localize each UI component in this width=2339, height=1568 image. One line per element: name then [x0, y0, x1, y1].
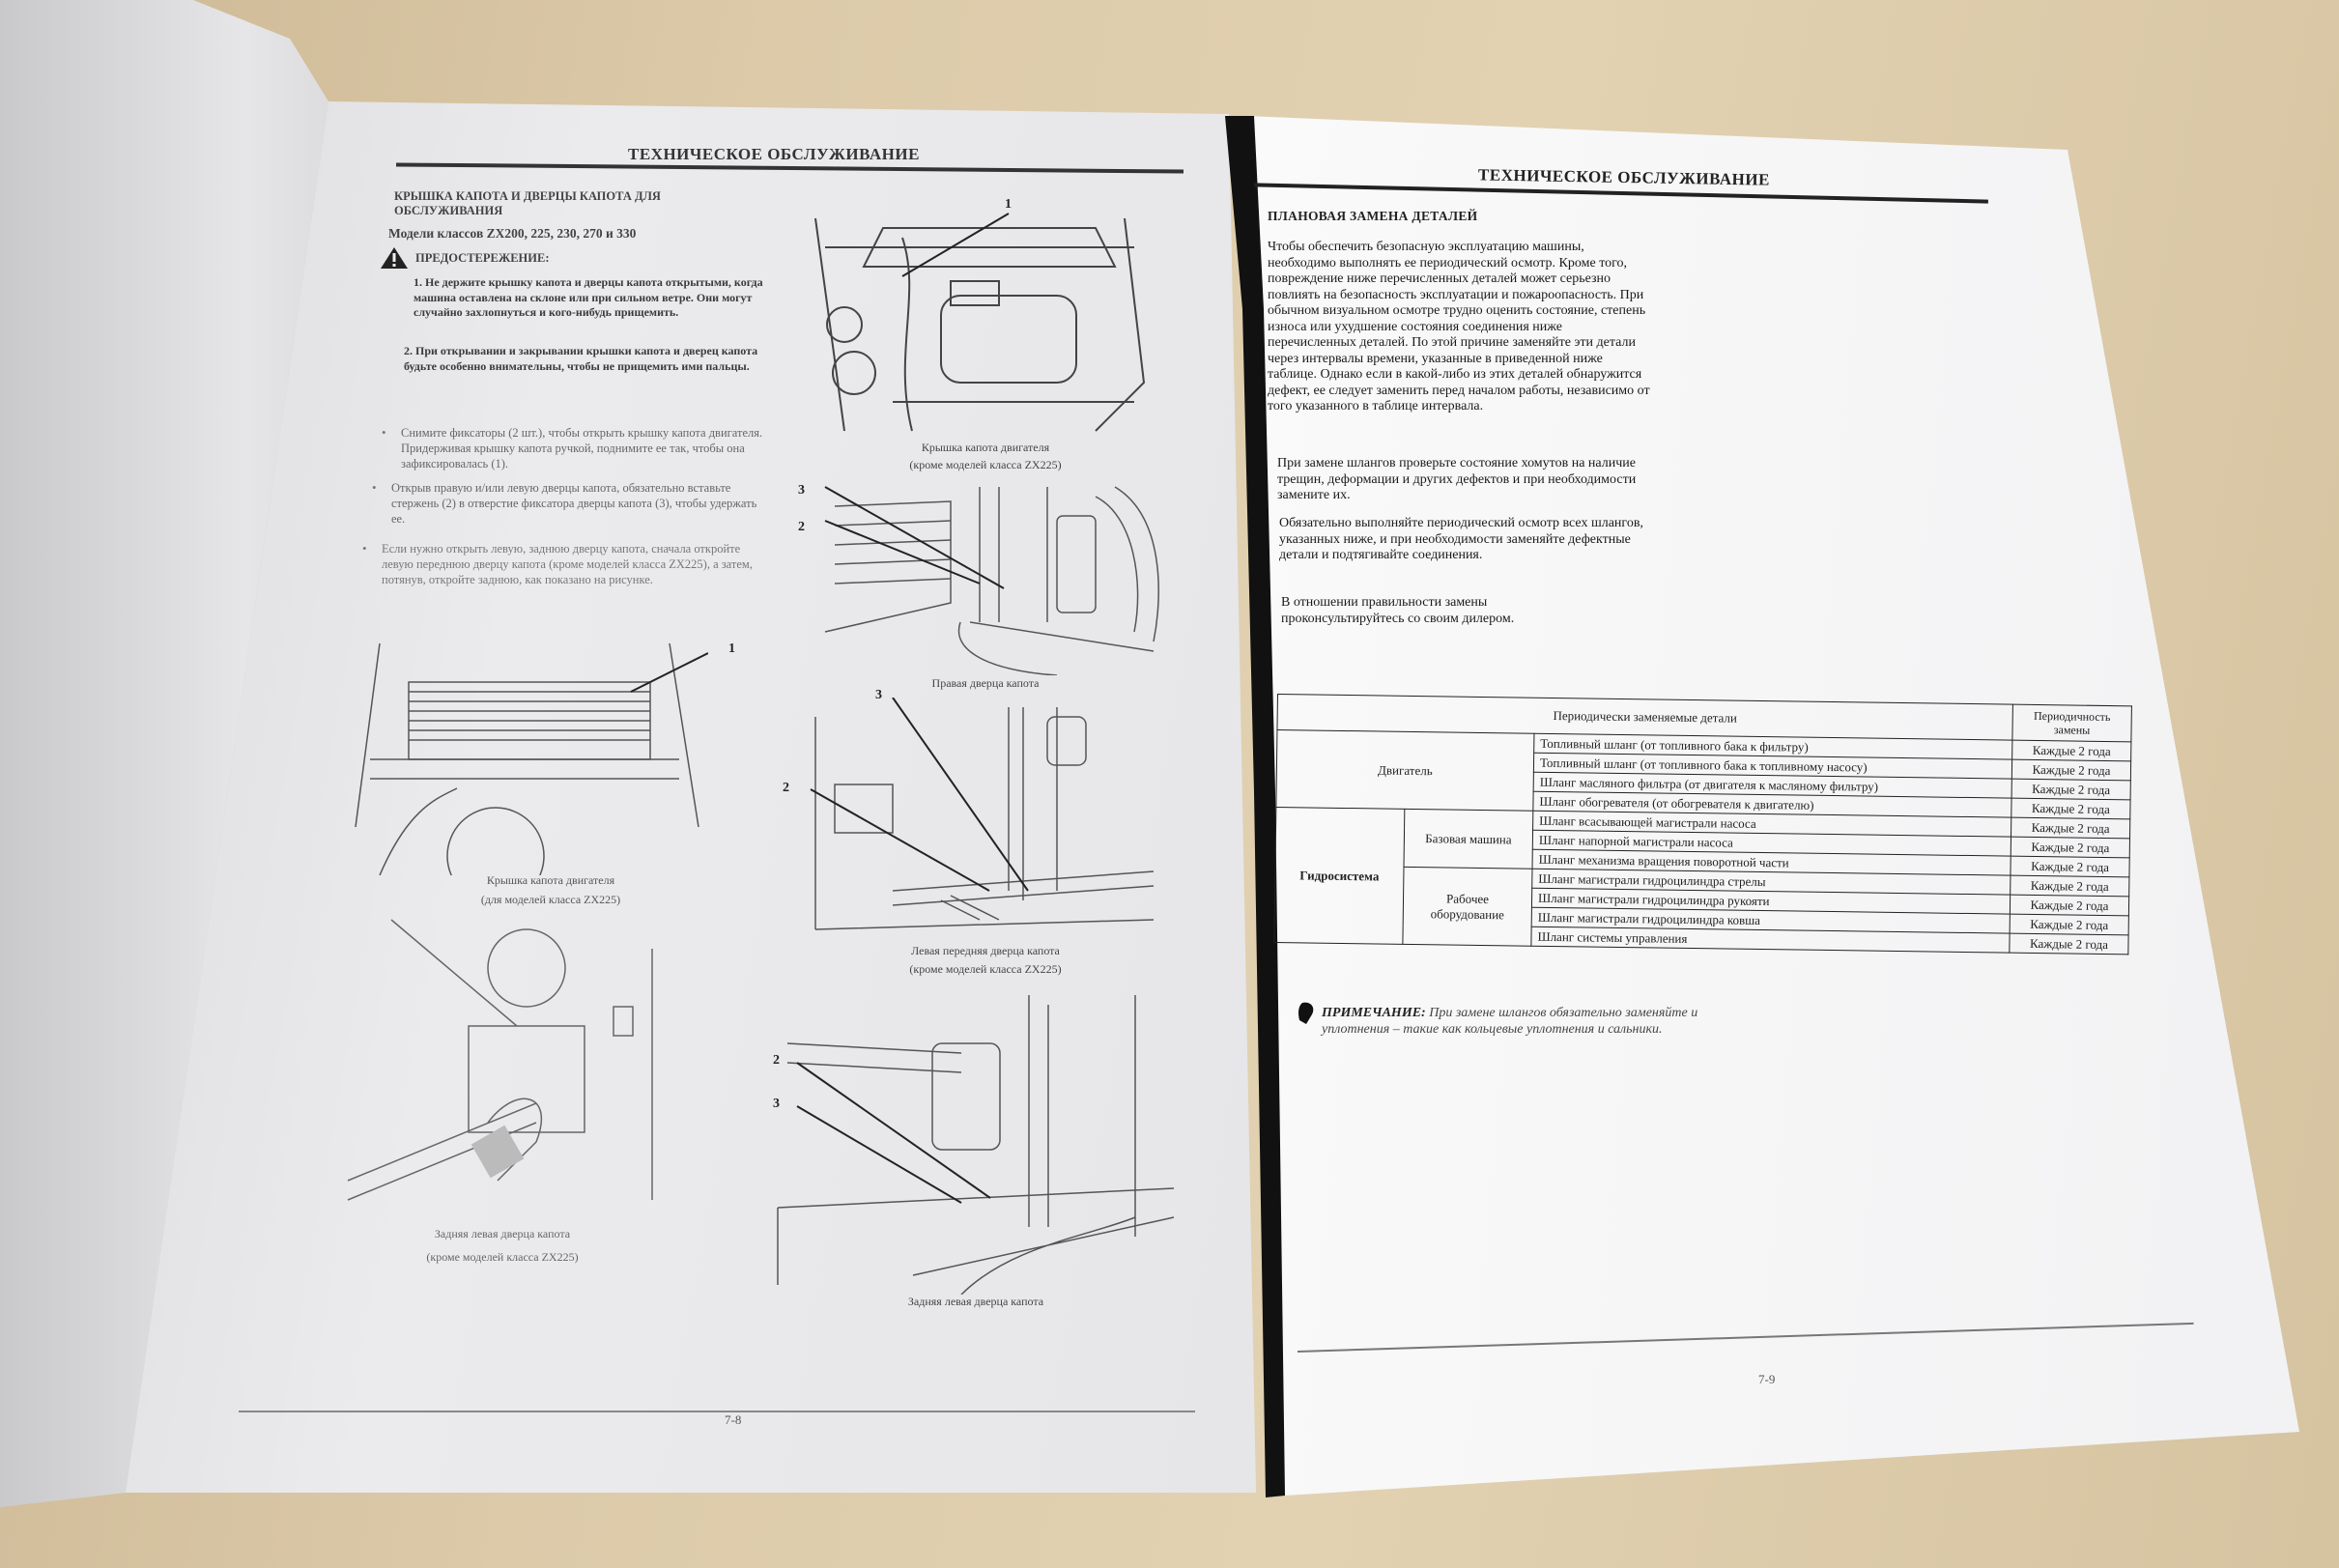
callout-number: 2: [783, 781, 789, 795]
callout-number: 3: [875, 688, 882, 702]
group-engine: Двигатель: [1275, 729, 1534, 812]
callout-number: 1: [1005, 197, 1012, 212]
note-hand-icon: [1297, 1001, 1318, 1026]
period-cell: Каждые 2 года: [2010, 895, 2129, 916]
bullet-icon: •: [382, 425, 386, 440]
figure-caption: Крышка капота двигателя: [921, 441, 1050, 454]
figure-caption: Левая передняя дверца капота: [911, 944, 1060, 957]
period-cell: Каждые 2 года: [2010, 856, 2130, 877]
left-footer-rule: [239, 1411, 1195, 1412]
subgroup-work-equipment: Рабочее оборудование: [1402, 867, 1532, 947]
replacement-parts-table: Периодически заменяемые детали Периодичн…: [1273, 694, 2132, 955]
left-front-door-illustration: [810, 698, 1155, 930]
callout-number: 1: [728, 641, 735, 656]
figure-caption: (для моделей класса ZX225): [480, 893, 621, 906]
callout-number: 3: [798, 483, 805, 498]
left-page-header: ТЕХНИЧЕСКОЕ ОБСЛУЖИВАНИЕ: [628, 145, 920, 163]
warning-label: ПРЕДОСТЕРЕЖЕНИЕ:: [415, 251, 550, 265]
figure-caption: Правая дверца капота: [931, 676, 1040, 690]
callout-number: 3: [773, 1097, 780, 1111]
period-cell: Каждые 2 года: [2011, 779, 2131, 800]
period-cell: Каждые 2 года: [2011, 817, 2130, 839]
figure-caption: (кроме моделей класса ZX225): [426, 1250, 579, 1264]
note: ПРИМЕЧАНИЕ: При замене шлангов обязатель…: [1322, 1005, 1737, 1038]
instruction-bullet: Если нужно открыть левую, заднюю дверцу …: [382, 542, 753, 586]
warning-triangle-icon: [380, 246, 409, 270]
period-cell: Каждые 2 года: [2009, 933, 2129, 955]
period-cell: Каждые 2 года: [2011, 740, 2131, 761]
figure-caption: Задняя левая дверца капота: [434, 1227, 571, 1240]
rear-left-door-illustration: [777, 995, 1175, 1295]
instruction-bullet: Снимите фиксаторы (2 шт.), чтобы открыть…: [401, 426, 763, 470]
right-door-illustration: [824, 486, 1159, 675]
left-section-title: КРЫШКА КАПОТА И ДВЕРЦЫ КАПОТА ДЛЯ ОБСЛУЖ…: [394, 189, 661, 217]
rear-left-door-zx225-illustration: [347, 919, 653, 1201]
period-cell: Каждые 2 года: [2011, 837, 2130, 858]
note-text: При замене шлангов обязательно заменяйте…: [1322, 1006, 1698, 1037]
group-hydraulics: Гидросистема: [1273, 807, 1405, 945]
figure-caption: Задняя левая дверца капота: [907, 1295, 1044, 1308]
warning-item: 2. При открывании и закрывании крышки ка…: [404, 344, 758, 373]
warning-item: 1. Не держите крышку капота и дверцы кап…: [414, 275, 763, 319]
note-label: ПРИМЕЧАНИЕ:: [1322, 1006, 1426, 1020]
callout-number: 2: [773, 1053, 780, 1068]
engine-cover-illustration: [814, 213, 1146, 432]
figure-caption: Крышка капота двигателя: [486, 873, 615, 887]
paragraph: Обязательно выполняйте периодический осм…: [1279, 516, 1643, 562]
right-page-number: 7-9: [1758, 1372, 1776, 1386]
figure-caption: (кроме моделей класса ZX225): [909, 962, 1062, 976]
paragraph: При замене шлангов проверьте состояние х…: [1277, 456, 1637, 502]
instruction-bullet: Открыв правую и/или левую дверцы капота,…: [391, 481, 757, 526]
left-page: [126, 101, 1256, 1493]
period-cell: Каждые 2 года: [2011, 798, 2131, 819]
intro-paragraph: Чтобы обеспечить безопасную эксплуатацию…: [1268, 240, 1650, 413]
figure-caption: (кроме моделей класса ZX225): [909, 458, 1062, 471]
header-period: Периодичность замены: [2011, 704, 2132, 742]
subgroup-base-machine: Базовая машина: [1404, 809, 1533, 870]
bullet-icon: •: [362, 541, 367, 556]
callout-number: 2: [798, 520, 805, 534]
period-cell: Каждые 2 года: [2010, 914, 2129, 935]
period-cell: Каждые 2 года: [2010, 875, 2129, 897]
models-line: Модели классов ZX200, 225, 230, 270 и 33…: [388, 226, 637, 241]
paragraph: В отношении правильности замены проконсу…: [1281, 595, 1515, 626]
bullet-icon: •: [372, 480, 377, 495]
engine-cover-zx225-illustration: [355, 642, 708, 875]
left-page-number: 7-8: [725, 1412, 742, 1427]
right-section-title: ПЛАНОВАЯ ЗАМЕНА ДЕТАЛЕЙ: [1268, 209, 1478, 223]
period-cell: Каждые 2 года: [2011, 759, 2131, 781]
